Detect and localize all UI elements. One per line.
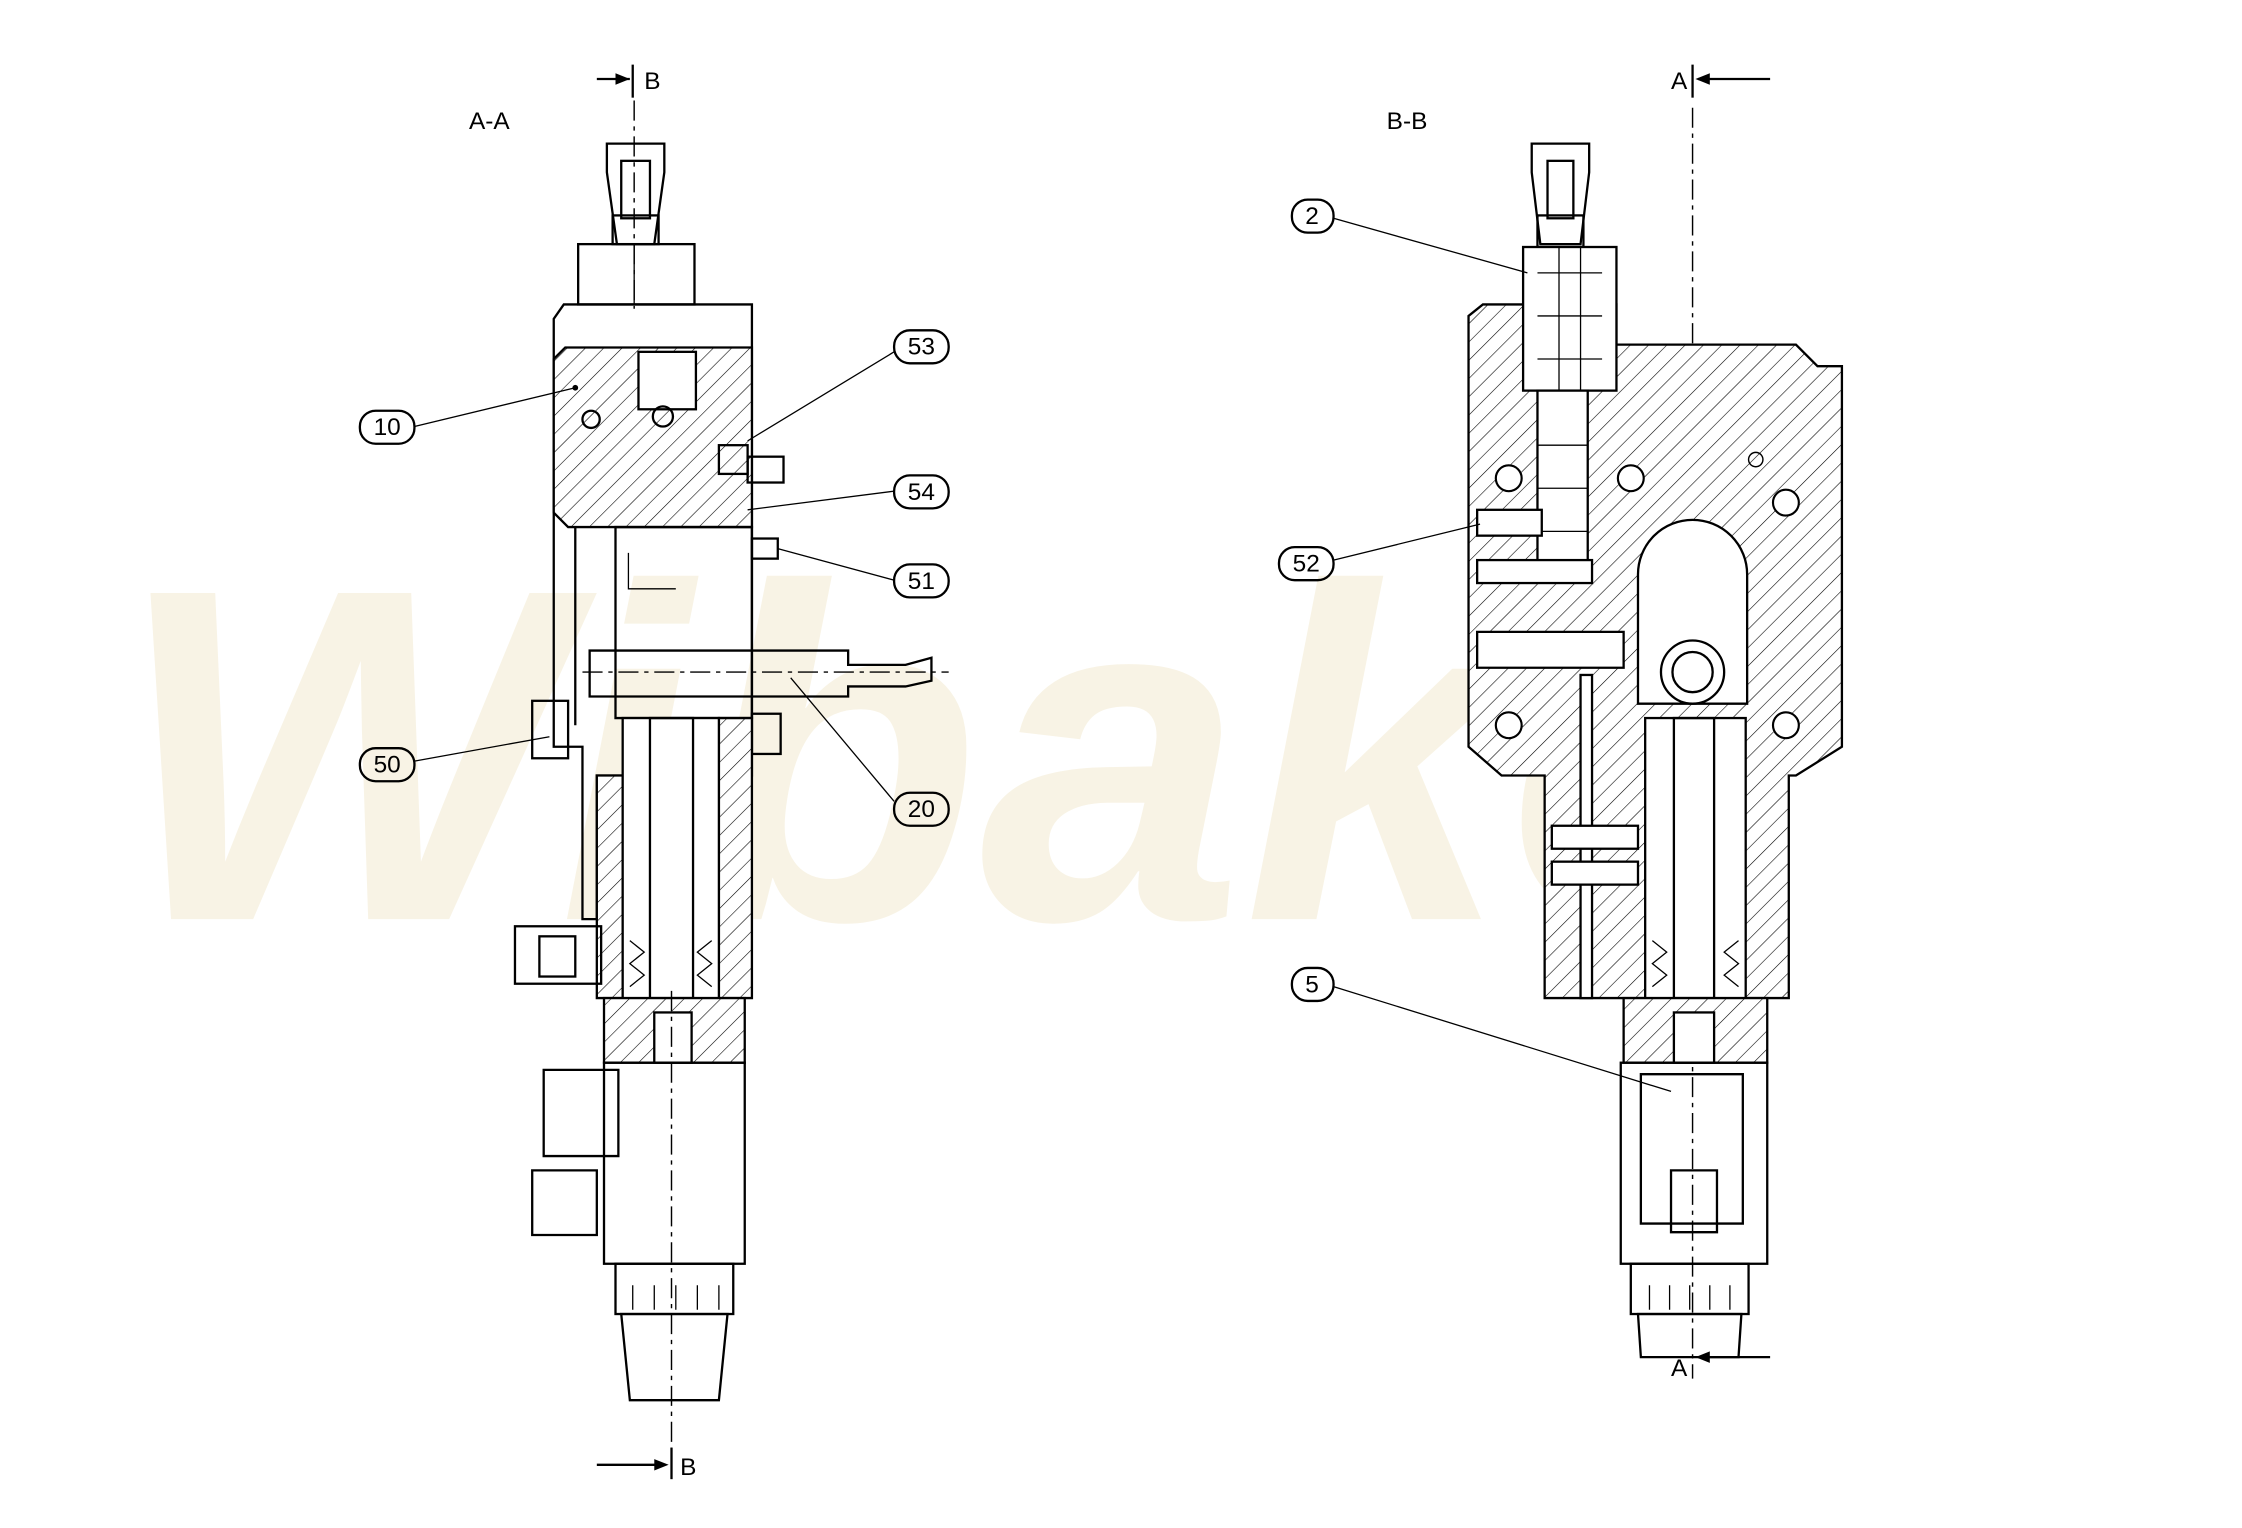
section-view-b-b: B-B A <box>1387 64 1844 1382</box>
svg-text:50: 50 <box>374 752 401 779</box>
balloon-51: 51 <box>777 547 950 599</box>
solenoid-connector <box>531 1068 620 1237</box>
adjuster-stud <box>620 159 652 220</box>
hex-nut <box>577 242 696 306</box>
plug-50 <box>531 699 570 760</box>
svg-text:10: 10 <box>374 414 401 441</box>
adjuster-guard <box>605 142 666 246</box>
valve-body-section-10 <box>552 346 754 529</box>
cut-label-top-a: A <box>1671 68 1688 95</box>
solenoid-coil-5 <box>1619 1061 1769 1265</box>
solenoid-coil <box>602 1061 746 1265</box>
spring <box>628 940 713 988</box>
shaft-20 <box>588 649 933 698</box>
lock-nut <box>611 214 660 246</box>
part-callouts: 10 53 54 51 50 20 2 <box>358 198 1672 1093</box>
view-title-b-b: B-B <box>1387 108 1428 135</box>
svg-text:54: 54 <box>908 479 935 506</box>
plug-53 <box>746 455 785 484</box>
balloon-50: 50 <box>358 736 550 783</box>
section-view-a-a: A-A B <box>469 64 949 1481</box>
cartridge-2 <box>1521 245 1618 392</box>
cut-label-bottom-b: B <box>680 1454 696 1481</box>
poppet-bore <box>1536 389 1589 565</box>
bolt-holes <box>1494 451 1800 740</box>
svg-text:52: 52 <box>1293 551 1320 578</box>
svg-text:2: 2 <box>1305 203 1319 230</box>
fitting <box>513 925 603 985</box>
svg-text:5: 5 <box>1305 971 1319 998</box>
cam-cavity <box>1636 518 1749 705</box>
balloon-54: 54 <box>747 474 950 511</box>
spool-bore <box>1644 716 1747 1000</box>
cut-label-bottom-a: A <box>1671 1355 1688 1382</box>
balloon-20: 20 <box>790 677 950 827</box>
view-title-a-a: A-A <box>469 108 510 135</box>
knob-cap <box>619 1312 729 1402</box>
arrow-head <box>615 73 630 85</box>
plug-52 <box>1476 508 1543 537</box>
bore <box>637 350 698 411</box>
adjuster-guard <box>1530 142 1591 246</box>
cut-label-top-b: B <box>644 68 660 95</box>
solenoid-connector <box>1639 1073 1744 1225</box>
balloon-10: 10 <box>358 384 579 445</box>
svg-text:51: 51 <box>908 568 935 595</box>
svg-text:53: 53 <box>908 334 935 361</box>
balloon-52: 52 <box>1277 523 1481 582</box>
balloon-53: 53 <box>747 329 950 442</box>
svg-text:20: 20 <box>908 796 935 823</box>
spool-bore <box>621 716 721 1000</box>
balloon-5: 5 <box>1290 966 1672 1093</box>
balloon-2: 2 <box>1290 198 1528 274</box>
